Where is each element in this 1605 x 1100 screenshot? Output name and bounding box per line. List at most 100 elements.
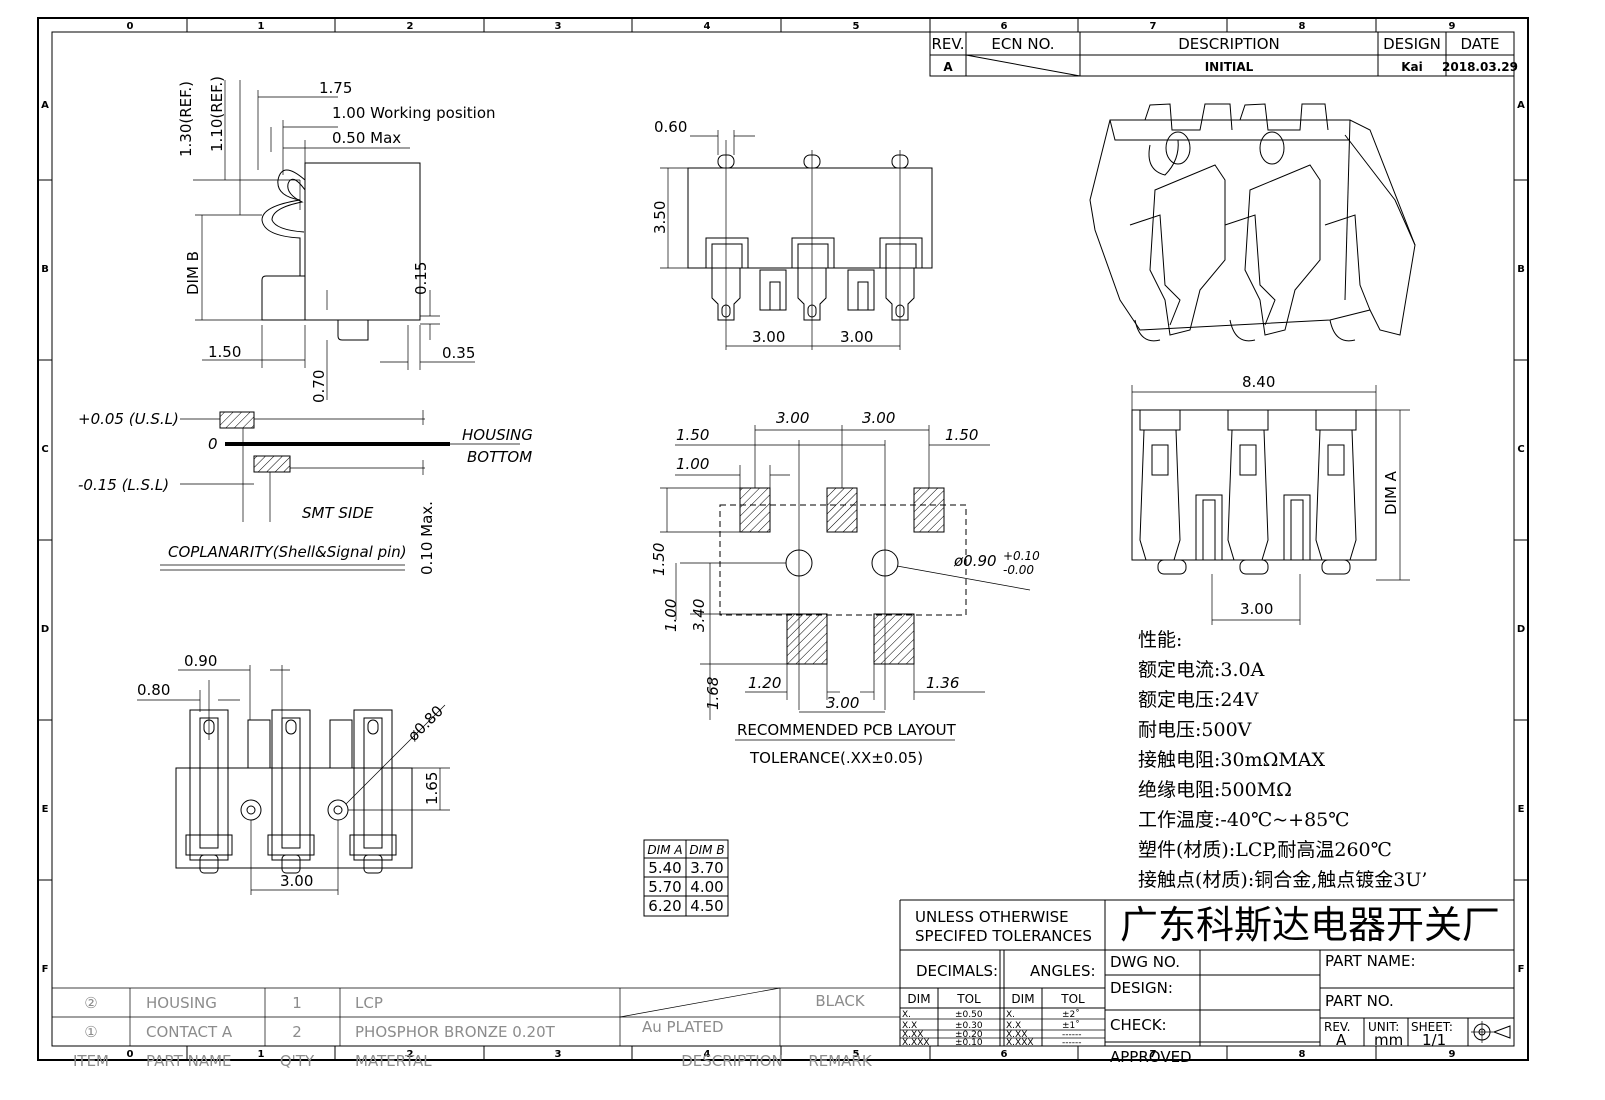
bottom-label: BOTTOM bbox=[467, 448, 532, 466]
bom-name: CONTACT A bbox=[146, 1023, 233, 1041]
part-no-label: PART NO. bbox=[1325, 992, 1394, 1010]
ang-tol: ±1˚ bbox=[1062, 1020, 1080, 1031]
zone-col-1-bottom: 1 bbox=[258, 1049, 265, 1060]
dec-tol: ±0.50 bbox=[955, 1010, 983, 1020]
side-view: 1.75 1.00 Working position 0.50 Max 1.30… bbox=[177, 76, 496, 403]
coplanarity-max: 0.10 Max. bbox=[418, 501, 436, 575]
dim-table-cell: 5.40 bbox=[648, 859, 681, 877]
spec-line: 额定电流:3.0A bbox=[1138, 659, 1265, 681]
description-header: DESCRIPTION bbox=[1178, 35, 1280, 53]
zone-col-6: 6 bbox=[1001, 21, 1008, 32]
lsl-label: -0.15 (L.S.L) bbox=[78, 476, 169, 494]
zone-col-5: 5 bbox=[853, 21, 860, 32]
zone-col-2: 2 bbox=[407, 21, 414, 32]
dec-dim: X.XXX bbox=[902, 1038, 930, 1048]
approved-label: APPROVED bbox=[1110, 1048, 1192, 1066]
dim-1-10-ref: 1.10(REF.) bbox=[208, 76, 226, 152]
pcb-dim-v-3-40: 3.40 bbox=[690, 599, 708, 632]
tolerance-note-2: SPECIFED TOLERANCES bbox=[915, 927, 1092, 945]
bom-header-desc: DESCRIPTION bbox=[681, 1052, 783, 1070]
pcb-dim-3-00-bottom: 3.00 bbox=[826, 694, 859, 712]
zone-row-a-right: A bbox=[1517, 100, 1525, 111]
dim-table-cell: 4.00 bbox=[690, 878, 723, 896]
pcb-dim-1-50-right: 1.50 bbox=[945, 426, 978, 444]
dec-dim: X. bbox=[902, 1010, 911, 1020]
pcb-dim-1-20: 1.20 bbox=[748, 674, 781, 692]
smt-side-label: SMT SIDE bbox=[302, 504, 374, 522]
dim-table-cell: 6.20 bbox=[648, 897, 681, 915]
company-name: 广东科斯达电器开关厂 bbox=[1120, 903, 1500, 947]
dim-1-30-ref: 1.30(REF.) bbox=[177, 81, 195, 157]
zone-col-5-bottom: 5 bbox=[853, 1049, 860, 1060]
zone-col-9: 9 bbox=[1449, 21, 1456, 32]
dim-b-label: DIM B bbox=[184, 251, 202, 295]
ang-dim: X. bbox=[1006, 1010, 1015, 1020]
specifications: 性能: 额定电流:3.0A 额定电压:24V 耐电压:500V 接触电阻:30m… bbox=[1138, 629, 1427, 891]
rev-header: REV. bbox=[932, 35, 965, 53]
front-view: 0.60 3.50 3.00 3.00 bbox=[651, 118, 933, 350]
spec-line: 接触点(材质):铜合金,触点镀金3U’ bbox=[1138, 869, 1427, 891]
decimals-label: DECIMALS: bbox=[916, 962, 998, 980]
pcb-dim-3-00-left: 3.00 bbox=[776, 409, 809, 427]
top-view: 8.40 DIM A 3.00 bbox=[1131, 373, 1410, 625]
pcb-dim-v-1-50: 1.50 bbox=[650, 543, 668, 576]
check-label: CHECK: bbox=[1110, 1016, 1167, 1034]
pcb-tolerance: TOLERANCE(.XX±0.05) bbox=[749, 749, 923, 767]
dec-tol: ±0.20 bbox=[955, 1030, 983, 1040]
pcb-hole-dim: ø0.90 bbox=[953, 552, 997, 570]
dim-1-75: 1.75 bbox=[319, 79, 352, 97]
bom-item: ① bbox=[84, 1023, 97, 1041]
zone-row-f: F bbox=[42, 964, 49, 975]
dec-tol: ±0.30 bbox=[955, 1021, 983, 1031]
bom-header-name: PART NAME bbox=[146, 1052, 232, 1070]
design-value: Kai bbox=[1401, 60, 1423, 74]
bom-name: HOUSING bbox=[146, 994, 217, 1012]
dim-table-cell: 5.70 bbox=[648, 878, 681, 896]
dim-table-cell: 4.50 bbox=[690, 897, 723, 915]
unit-value: mm bbox=[1374, 1031, 1403, 1049]
bom-qty: 1 bbox=[292, 994, 302, 1012]
bom-material: PHOSPHOR BRONZE 0.20T bbox=[355, 1023, 556, 1041]
spec-line: 接触电阻:30mΩMAX bbox=[1138, 749, 1326, 771]
dwg-no-label: DWG NO. bbox=[1110, 953, 1180, 971]
zone-col-8-bottom: 8 bbox=[1299, 1049, 1306, 1060]
housing-label: HOUSING bbox=[462, 426, 533, 444]
sheet-value: 1/1 bbox=[1422, 1031, 1446, 1049]
dim-0-50-max: 0.50 Max bbox=[332, 129, 401, 147]
pcb-dim-1-00: 1.00 bbox=[676, 455, 709, 473]
bom-material: LCP bbox=[355, 994, 383, 1012]
ang-tol: ±2˚ bbox=[1062, 1009, 1080, 1020]
dim-3-00-right: 3.00 bbox=[840, 328, 873, 346]
zone-row-a: A bbox=[41, 100, 49, 111]
bv-dim-3-00: 3.00 bbox=[280, 872, 313, 890]
bom-header-remark: REMARK bbox=[808, 1052, 873, 1070]
pcb-hole-tol-plus: +0.10 bbox=[1003, 549, 1040, 563]
projection-symbol-icon bbox=[1471, 1021, 1511, 1043]
tolerance-note-1: UNLESS OTHERWISE bbox=[915, 908, 1069, 926]
bom-desc: Au PLATED bbox=[642, 1018, 724, 1036]
zone-col-6-bottom: 6 bbox=[1001, 1049, 1008, 1060]
zone-row-b-right: B bbox=[1517, 264, 1525, 275]
zone-col-1: 1 bbox=[258, 21, 265, 32]
zone-col-3-bottom: 3 bbox=[555, 1049, 562, 1060]
dec-dim: X.X bbox=[902, 1021, 917, 1031]
zone-row-d-right: D bbox=[1517, 624, 1525, 635]
rev-label: REV. bbox=[1324, 1020, 1350, 1034]
design-header: DESIGN bbox=[1383, 35, 1441, 53]
spec-line: 耐电压:500V bbox=[1138, 719, 1252, 741]
spec-line: 性能: bbox=[1138, 629, 1182, 651]
dim-0-70: 0.70 bbox=[310, 370, 328, 403]
bom-qty: 2 bbox=[292, 1023, 302, 1041]
zone-row-f-right: F bbox=[1518, 964, 1525, 975]
pcb-dim-v-1-68: 1.68 bbox=[704, 677, 722, 710]
pcb-hole-dia: ø0.90 bbox=[953, 552, 997, 570]
bom-header-material: MATERTAL bbox=[355, 1052, 432, 1070]
bv-dim-1-65: 1.65 bbox=[423, 772, 441, 805]
zone-row-e: E bbox=[42, 804, 49, 815]
date-value: 2018.03.29 bbox=[1442, 60, 1518, 74]
tv-dim-8-40: 8.40 bbox=[1242, 373, 1275, 391]
zone-col-4: 4 bbox=[704, 21, 711, 32]
dim-0-60: 0.60 bbox=[654, 118, 687, 136]
zone-col-0-bottom: 0 bbox=[127, 1049, 134, 1060]
title-block: UNLESS OTHERWISE SPECIFED TOLERANCES 广东科… bbox=[899, 899, 1514, 1066]
